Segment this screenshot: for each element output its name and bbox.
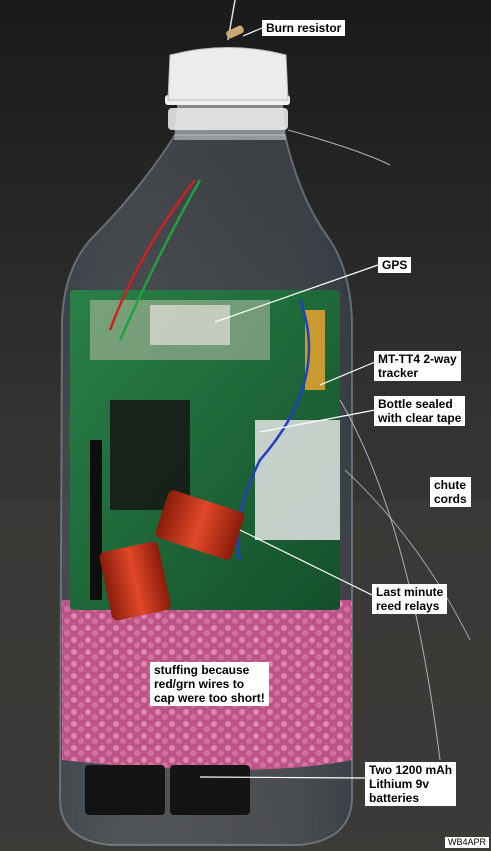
chute-cord-2 <box>339 399 441 761</box>
battery-right <box>170 765 250 815</box>
reed-relay-left <box>99 541 171 621</box>
radiometrix-module <box>255 420 340 540</box>
label-reed-relays: Last minute reed relays <box>372 584 448 614</box>
red-wire <box>108 179 196 331</box>
reed-relay-right <box>155 490 245 560</box>
chip-left <box>90 440 102 600</box>
label-gps: GPS <box>378 257 412 273</box>
leader-batteries <box>199 776 366 779</box>
leader-bottle-sealed <box>259 409 376 433</box>
burn-resistor <box>226 25 244 39</box>
photo-credit: WB4APR <box>444 837 489 848</box>
label-tracker: MT-TT4 2-way tracker <box>374 351 461 381</box>
leader-reed-relays <box>239 529 373 596</box>
battery-left <box>85 765 165 815</box>
bottle-cap <box>167 47 289 101</box>
leader-burn-resistor <box>242 27 263 37</box>
label-bottle-sealed: Bottle sealed with clear tape <box>374 396 466 426</box>
label-stuffing: stuffing because red/grn wires to cap we… <box>150 662 269 706</box>
green-wire <box>118 179 202 341</box>
gps-antenna <box>150 305 230 345</box>
label-burn-resistor: Burn resistor <box>262 20 346 36</box>
sma-connector <box>305 310 325 390</box>
chute-cord-3 <box>344 469 471 641</box>
cap-band <box>168 108 288 130</box>
label-chute-cords: chute cords <box>430 477 471 507</box>
leader-tracker <box>319 361 376 386</box>
leader-gps <box>214 264 379 323</box>
chute-cord-1 <box>287 129 391 166</box>
label-batteries: Two 1200 mAh Lithium 9v batteries <box>365 762 457 806</box>
